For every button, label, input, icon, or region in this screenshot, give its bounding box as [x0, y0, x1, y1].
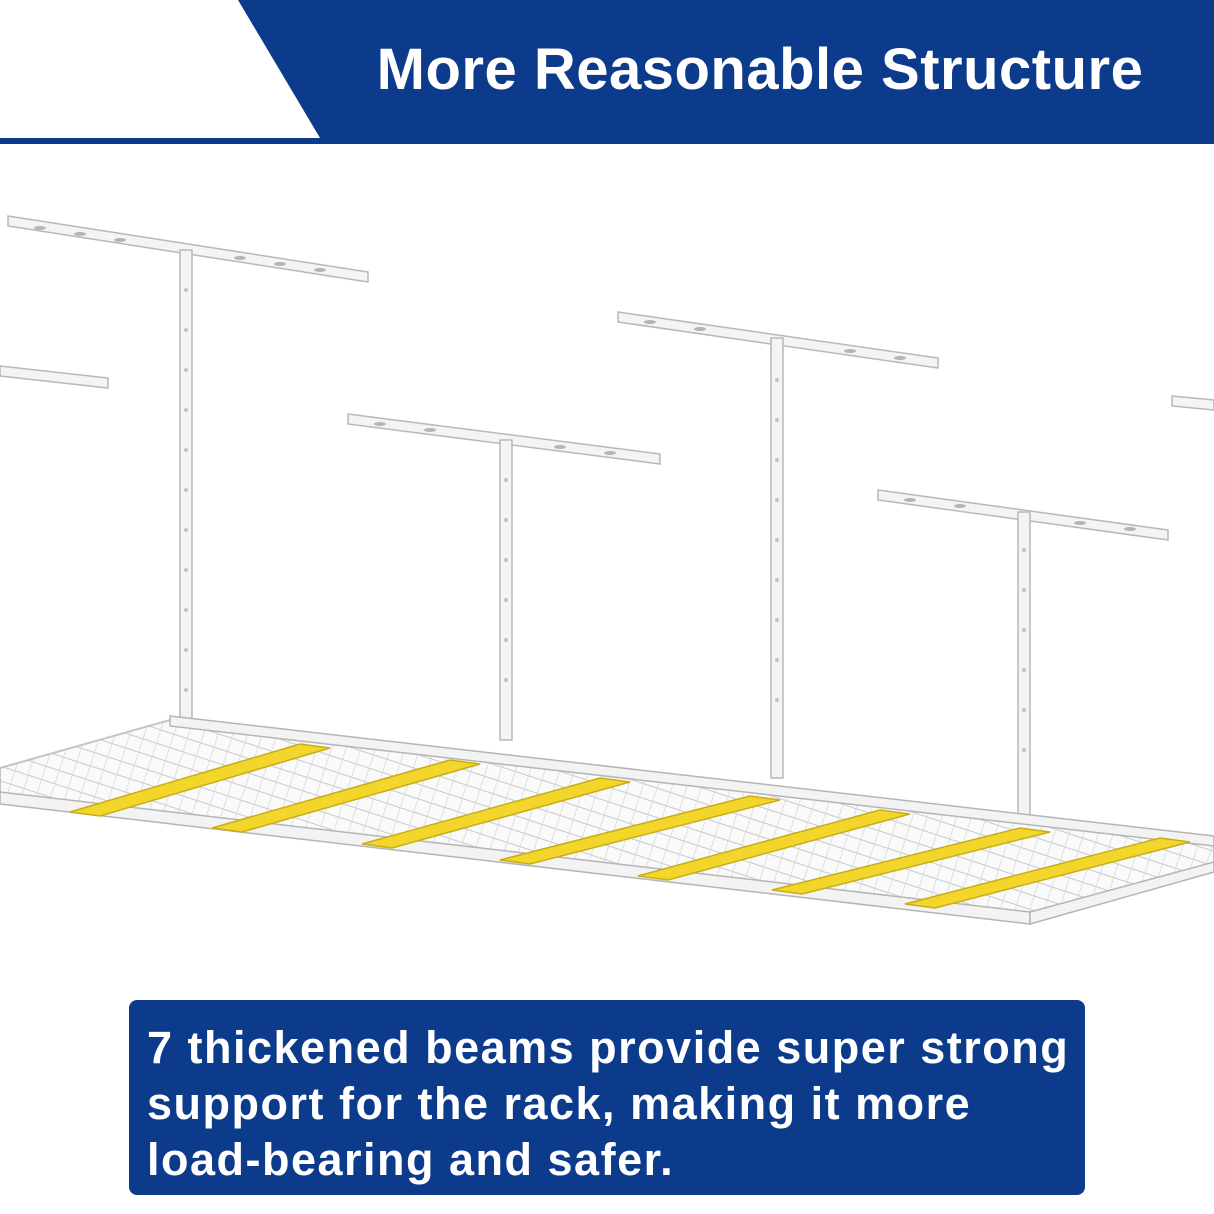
beam	[361, 777, 631, 849]
overhead-rack-illustration	[0, 215, 1214, 925]
highlighted-beams	[69, 743, 1191, 909]
beam	[499, 795, 781, 865]
caption-box: 7 thickened beams provide super strong s…	[129, 1000, 1085, 1195]
beam	[211, 759, 481, 833]
page-title: More Reasonable Structure	[376, 37, 1144, 102]
beam	[69, 743, 331, 817]
caption-text: 7 thickened beams provide super strong s…	[147, 1022, 1070, 1185]
header-background	[0, 0, 1214, 144]
header-banner: More Reasonable Structure	[0, 0, 1214, 146]
beam	[771, 827, 1051, 895]
bracket-slots	[34, 226, 1136, 531]
post-holes	[184, 288, 1026, 752]
beam	[904, 837, 1191, 909]
vertical-posts	[179, 249, 1031, 823]
beam	[637, 809, 911, 881]
